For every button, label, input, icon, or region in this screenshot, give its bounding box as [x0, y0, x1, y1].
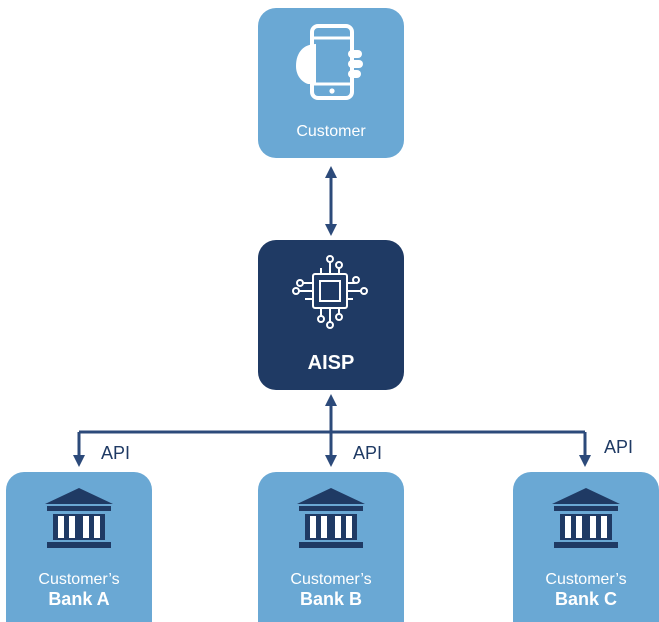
bank-a-node: Customer’s Bank A: [6, 472, 152, 622]
customer-node: Customer: [258, 8, 404, 158]
chip-circuit-icon: [292, 255, 368, 329]
bank-c-node: Customer’s Bank C: [513, 472, 659, 622]
bank-b-line2: Bank B: [299, 589, 362, 609]
customer-label: Customer: [296, 123, 366, 140]
bank-building-icon: [297, 488, 365, 548]
bank-a-line1: Customer’s: [38, 571, 120, 588]
bank-c-line2: Bank C: [554, 589, 617, 609]
bank-b-line1: Customer’s: [290, 571, 372, 588]
bank-a-line2: Bank A: [48, 589, 110, 609]
bank-b-node: Customer’s Bank B: [258, 472, 404, 622]
bank-building-icon: [552, 488, 620, 548]
aisp-node: AISP: [258, 240, 404, 390]
bank-c-line1: Customer’s: [545, 571, 627, 588]
api-label-bank-a: API: [101, 443, 131, 463]
api-label-bank-c: API: [604, 437, 634, 457]
api-label-bank-b: API: [353, 443, 383, 463]
smartphone-hand-icon: [296, 24, 363, 100]
aisp-label: AISP: [307, 352, 355, 374]
bank-building-icon: [45, 488, 113, 548]
